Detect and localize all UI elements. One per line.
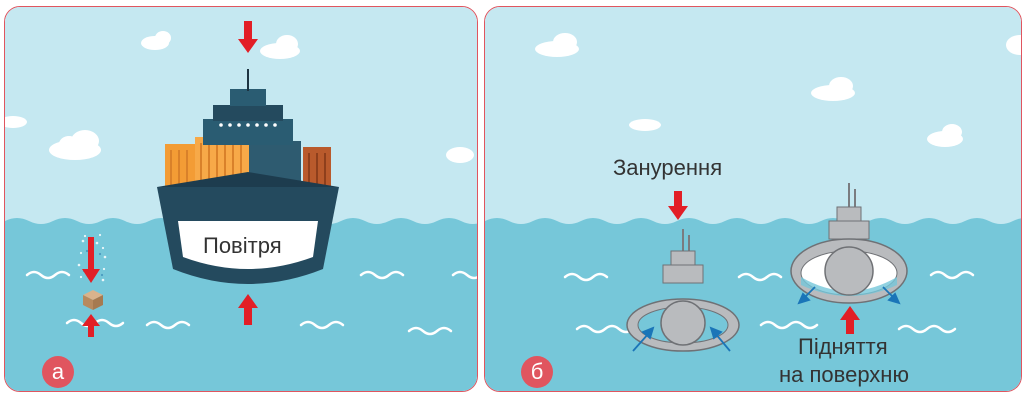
- surface-label-line2: на поверхню: [779, 362, 909, 388]
- pressure-hull: [825, 247, 873, 295]
- pressure-hull: [661, 301, 705, 345]
- surface-label-line1: Підняття: [798, 334, 888, 360]
- panel-b: Занурення Підняття на поверхню б: [484, 6, 1022, 392]
- panel-b-badge: б: [521, 356, 553, 388]
- panel-a: Повітря а: [4, 6, 478, 392]
- panel-a-badge: а: [42, 356, 74, 388]
- hull-label: Повітря: [203, 233, 282, 259]
- bridge: [203, 119, 293, 145]
- panel-a-illustration: [5, 7, 478, 392]
- water: [485, 218, 1022, 392]
- bridge-top: [213, 105, 283, 121]
- dive-label: Занурення: [613, 155, 722, 181]
- panel-b-illustration: [485, 7, 1022, 392]
